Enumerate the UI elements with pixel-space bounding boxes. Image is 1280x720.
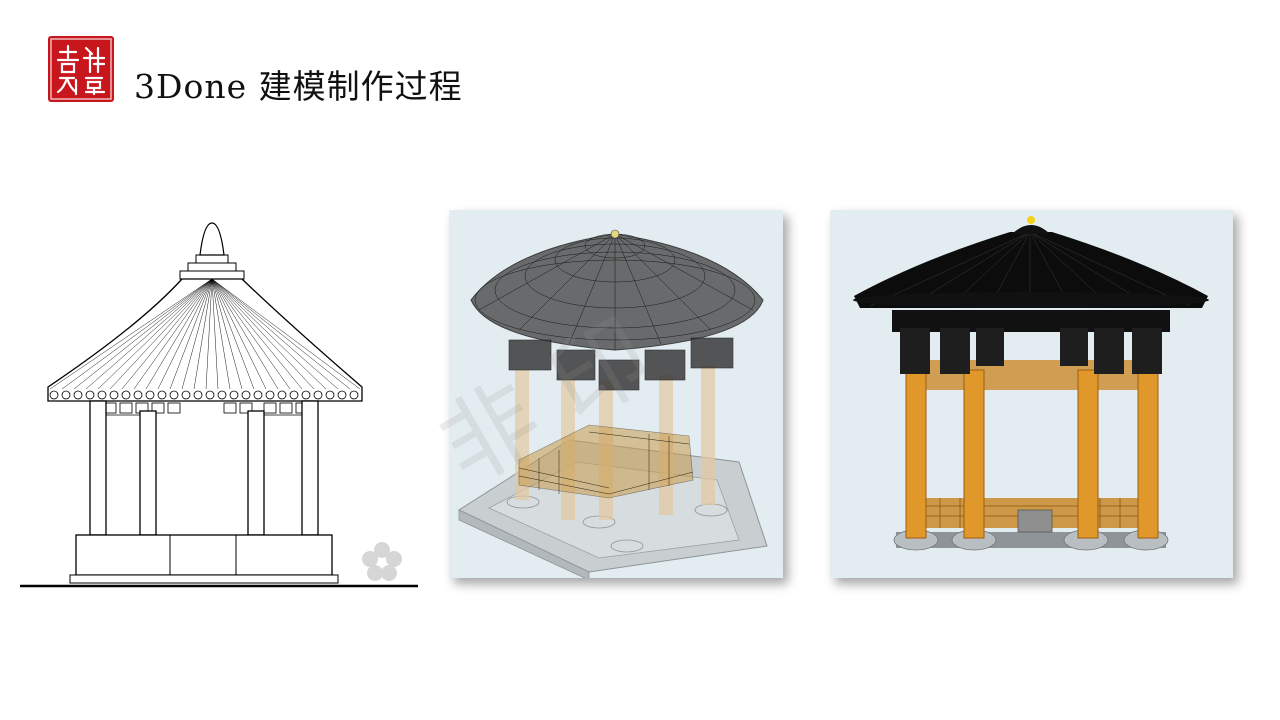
wireframe-model [449, 210, 783, 578]
page-title: 3Done 建模制作过程 [134, 67, 463, 106]
rendered-model [830, 210, 1233, 578]
elevation-drawing [20, 215, 420, 595]
seal-logo [48, 36, 114, 102]
